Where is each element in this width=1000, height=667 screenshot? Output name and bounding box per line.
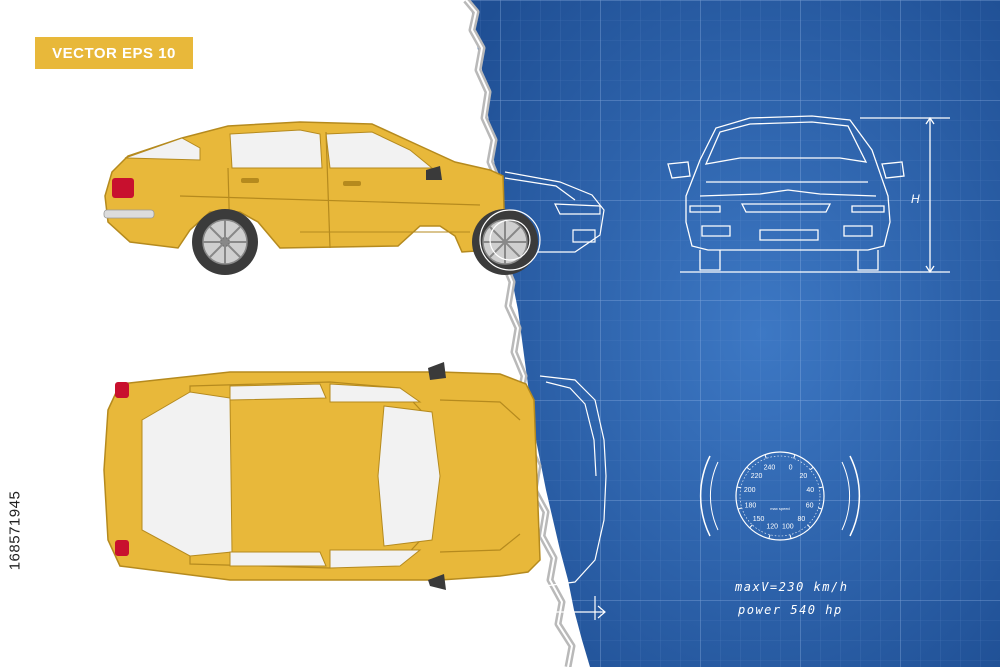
car-top-blueprint xyxy=(520,375,607,620)
gauge-tick-label: 60 xyxy=(806,503,814,510)
height-dimension-label: H xyxy=(911,192,920,206)
car-side-blueprint xyxy=(479,171,605,271)
gauge-tick-mark xyxy=(764,454,767,459)
gauge-tick-mark xyxy=(746,466,751,471)
gauge-tick-label: 120 xyxy=(766,524,778,531)
gauge-tick-mark xyxy=(768,534,771,539)
stock-id-text: 168571945 xyxy=(6,490,24,570)
stock-id-label: 168571945 xyxy=(0,430,30,630)
blueprint-panel xyxy=(470,0,1000,667)
gauge-tick-label: 150 xyxy=(753,516,765,523)
gauge-tick-mark xyxy=(819,486,824,489)
vector-eps-badge: VECTOR EPS 10 xyxy=(35,37,193,69)
gauge-tick-mark xyxy=(736,486,741,489)
power-spec: power 540 hp xyxy=(738,603,843,617)
gauge-tick-label: 240 xyxy=(764,464,776,471)
rear-wheel xyxy=(192,209,258,275)
gauge-tick-label: 40 xyxy=(806,487,814,494)
gauge-tick-label: 180 xyxy=(745,503,757,510)
front-wheel xyxy=(472,209,538,275)
gauge-tick-mark xyxy=(818,507,823,510)
car-front-blueprint xyxy=(667,115,950,274)
gauge-tick-mark xyxy=(737,507,742,510)
car-side-view xyxy=(103,121,538,275)
gauge-tick-mark xyxy=(749,524,753,529)
gauge-tick-mark xyxy=(809,466,814,471)
gauge-tick-label: 80 xyxy=(798,516,806,523)
gauge-tick-mark xyxy=(789,534,792,539)
gauge-tick-label: 100 xyxy=(782,524,794,531)
gauge-tick-label: 220 xyxy=(751,473,763,480)
gauge-tick-label: 20 xyxy=(800,473,808,480)
car-top-view xyxy=(103,362,541,590)
gauge-tick-label: 0 xyxy=(789,464,793,471)
max-speed-spec: maxV=230 km/h xyxy=(735,580,849,594)
gauge-caption: max speed xyxy=(770,506,790,511)
gauge-tick-mark xyxy=(807,524,811,529)
gauge-tick-mark xyxy=(793,454,796,459)
gauge-tick-label: 200 xyxy=(744,487,756,494)
